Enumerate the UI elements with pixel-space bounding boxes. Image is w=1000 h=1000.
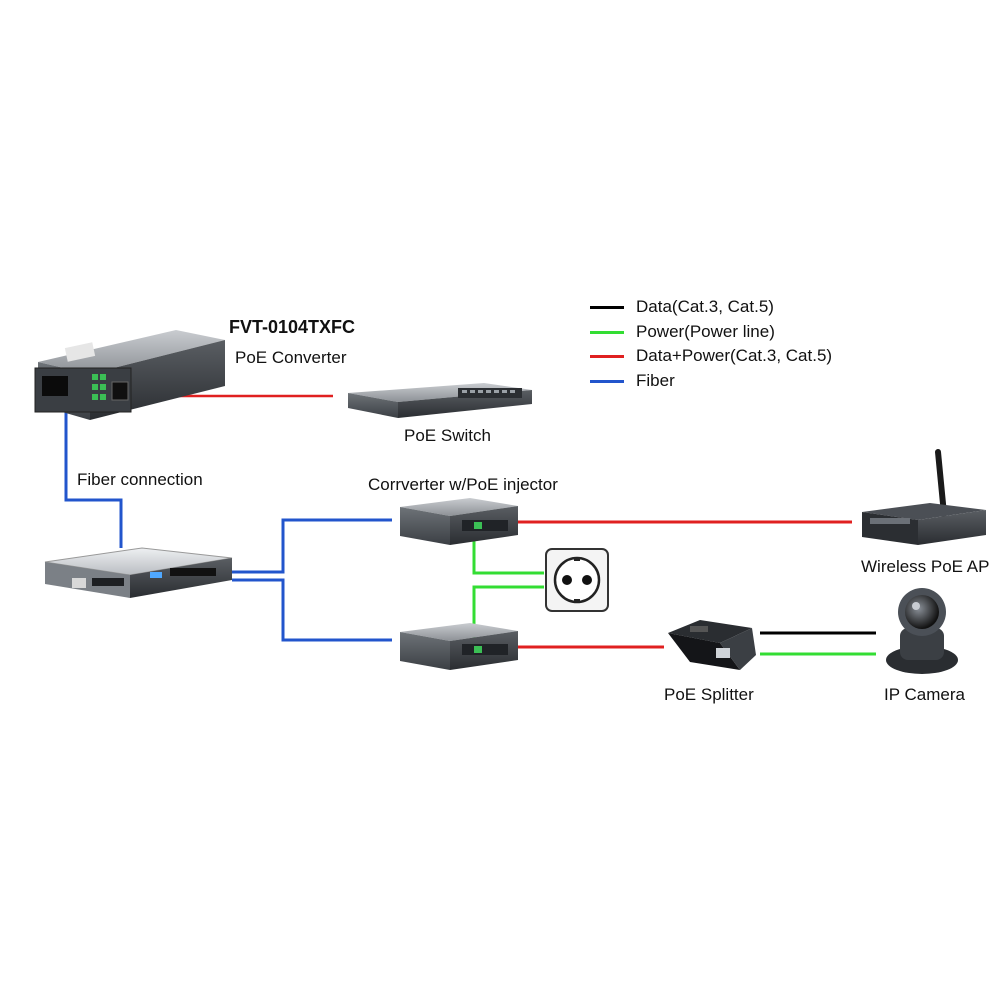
poe-switch-label: PoE Switch (404, 426, 491, 445)
poe-converter-label: PoE Converter (235, 348, 347, 367)
converter-injector-upper (400, 498, 518, 545)
legend-label-data: Data(Cat.3, Cat.5) (636, 297, 774, 316)
wireless-ap-device (862, 449, 986, 545)
legend-label-data-power: Data+Power(Cat.3, Cat.5) (636, 346, 833, 365)
fiber-line-upper (232, 518, 392, 574)
ip-camera-device (886, 588, 958, 674)
wireless-ap-label: Wireless PoE AP (861, 557, 990, 576)
legend-swatch-fiber (590, 379, 624, 383)
fiber-converter-device (44, 547, 233, 598)
converter-injector-label: Corrverter w/PoE injector (368, 475, 558, 494)
legend-label-fiber: Fiber (636, 370, 675, 390)
legend-swatch-data-power (590, 355, 624, 358)
connection-lines (64, 392, 876, 656)
legend-swatch-power (590, 330, 624, 334)
ip-camera-label: IP Camera (884, 685, 965, 704)
poe-splitter-device (668, 620, 756, 670)
poe-converter-device (34, 330, 225, 420)
power-line-upper (472, 530, 544, 575)
legend-label-power: Power(Power line) (636, 321, 775, 341)
model-label: FVT-0104TXFC (229, 317, 356, 337)
fiber-line-lower (232, 578, 392, 642)
converter-injector-lower (400, 623, 518, 670)
fiber-line-main (64, 392, 123, 548)
poe-switch-device (348, 383, 532, 418)
power-outlet-icon (545, 548, 609, 612)
fiber-connection-label: Fiber connection (77, 470, 203, 489)
poe-splitter-label: PoE Splitter (664, 685, 754, 704)
legend-swatch-data (590, 306, 624, 309)
